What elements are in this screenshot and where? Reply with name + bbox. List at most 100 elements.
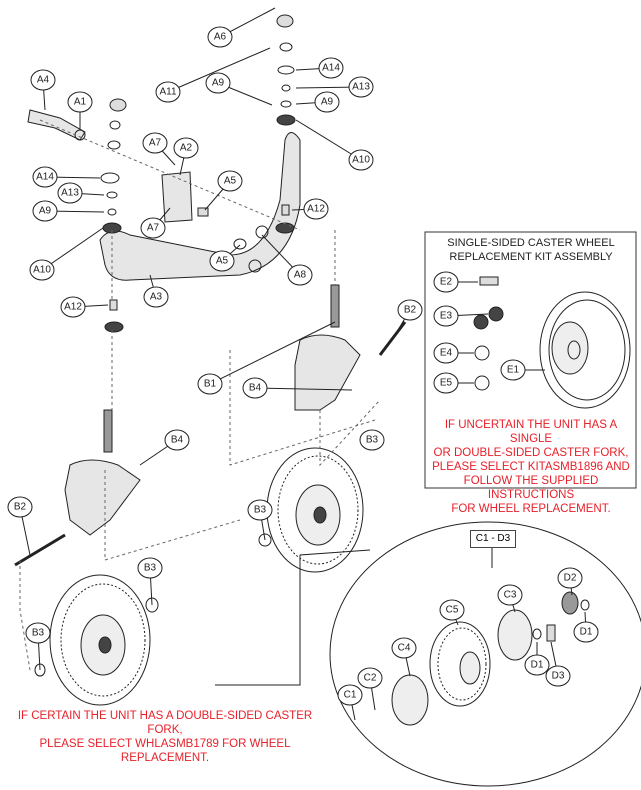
callout-label: E3 xyxy=(440,311,453,322)
callout-c4: C4 xyxy=(391,637,417,677)
callout-label: A4 xyxy=(37,75,50,86)
leader-line xyxy=(295,119,362,161)
callout-c3: C3 xyxy=(497,584,523,613)
callout-label: A14 xyxy=(36,172,54,183)
callout-a11: A11 xyxy=(155,47,271,103)
kit-title-line: SINGLE-SIDED CASTER WHEEL xyxy=(447,237,615,249)
callout-label: A10 xyxy=(33,265,51,276)
leader-line xyxy=(167,47,271,93)
callout-b2: B2 xyxy=(7,496,33,556)
callout-label: A7 xyxy=(149,138,162,149)
callout-label: C5 xyxy=(446,605,459,616)
callout-a10: A10 xyxy=(29,227,104,281)
callout-circle xyxy=(557,567,583,589)
callout-circle xyxy=(207,26,233,48)
callout-c5: C5 xyxy=(439,599,465,626)
axle-bolt-left xyxy=(14,533,66,567)
callout-label: A9 xyxy=(321,97,334,108)
mounting-bracket xyxy=(161,171,193,223)
callout-label: A2 xyxy=(180,143,193,154)
callout-e2: E2 xyxy=(433,271,478,293)
axle-bolt-right xyxy=(378,321,407,356)
callout-circle xyxy=(32,166,58,188)
callout-circle xyxy=(57,182,83,204)
kit-note-line: OR DOUBLE-SIDED CASTER FORK, xyxy=(433,447,629,459)
callout-circle xyxy=(348,149,374,171)
callout-circle xyxy=(439,599,465,621)
callout-label: B4 xyxy=(171,435,184,446)
callout-circle xyxy=(140,217,166,239)
callout-circle xyxy=(433,372,459,394)
callout-circle xyxy=(137,557,163,579)
callout-d3: D3 xyxy=(545,641,571,687)
callout-label: D1 xyxy=(580,627,593,638)
callout-label: B3 xyxy=(254,505,267,516)
callout-a5: A5 xyxy=(204,170,243,211)
callout-a12: A12 xyxy=(291,198,329,220)
callout-e5: E5 xyxy=(433,372,474,394)
wheel-right xyxy=(266,447,364,573)
callout-circle xyxy=(391,637,417,659)
callout-label: B4 xyxy=(249,383,262,394)
kit-title: SINGLE-SIDED CASTER WHEEL REPLACEMENT KI… xyxy=(426,236,636,264)
callout-circle xyxy=(500,359,526,381)
pivot-bolt xyxy=(27,109,86,141)
leader-line xyxy=(41,227,104,271)
wheel-left xyxy=(49,574,151,706)
callout-b4: B4 xyxy=(242,377,353,399)
callout-circle xyxy=(348,76,374,98)
callout-circle xyxy=(303,198,329,220)
callout-label: C2 xyxy=(364,673,377,684)
callout-a5: A5 xyxy=(209,244,241,272)
callout-circle xyxy=(209,250,235,272)
caster-fork-left xyxy=(64,459,141,536)
callout-circle xyxy=(318,57,344,79)
callout-circle xyxy=(217,170,243,192)
callout-circle xyxy=(25,622,51,644)
callout-d2: D2 xyxy=(557,567,583,596)
callout-circle xyxy=(67,91,93,113)
callout-a9: A9 xyxy=(32,200,105,222)
detail-ellipse xyxy=(329,521,641,787)
callout-circle xyxy=(545,665,571,687)
callout-label: A12 xyxy=(307,204,325,215)
caster-arm xyxy=(99,132,301,281)
callout-label: A12 xyxy=(64,302,82,313)
callout-label: E2 xyxy=(440,277,453,288)
callout-b3: B3 xyxy=(359,429,385,451)
callout-circle xyxy=(155,81,181,103)
callout-label: C4 xyxy=(398,643,411,654)
callout-circle xyxy=(524,654,550,676)
callout-label: A9 xyxy=(39,206,52,217)
callout-label: D2 xyxy=(564,573,577,584)
callout-circle xyxy=(247,499,273,521)
bearings-washers xyxy=(74,14,296,333)
callout-a3: A3 xyxy=(143,274,169,308)
callout-circle xyxy=(32,200,58,222)
callout-label: A6 xyxy=(214,32,227,43)
callout-a13: A13 xyxy=(57,182,105,204)
callout-circle xyxy=(205,72,231,94)
callout-circle xyxy=(287,264,313,286)
callout-label: A10 xyxy=(352,155,370,166)
callout-label: C3 xyxy=(504,590,517,601)
callout-a8: A8 xyxy=(261,234,313,286)
callout-circle xyxy=(314,91,340,113)
callout-label: B1 xyxy=(204,379,217,390)
callout-label: E1 xyxy=(507,365,520,376)
callout-label: A5 xyxy=(224,176,237,187)
callout-label: D1 xyxy=(531,660,544,671)
callout-label: C1 xyxy=(344,690,357,701)
callout-circle xyxy=(433,271,459,293)
callout-a14: A14 xyxy=(295,57,344,79)
callout-a6: A6 xyxy=(207,7,276,48)
callout-a13: A13 xyxy=(295,76,374,98)
callout-circle xyxy=(164,429,190,451)
leader-line xyxy=(254,387,353,391)
callout-label: B2 xyxy=(14,502,27,513)
callout-label: A14 xyxy=(322,63,340,74)
callout-circle xyxy=(60,296,86,318)
callout-a12: A12 xyxy=(60,296,109,318)
